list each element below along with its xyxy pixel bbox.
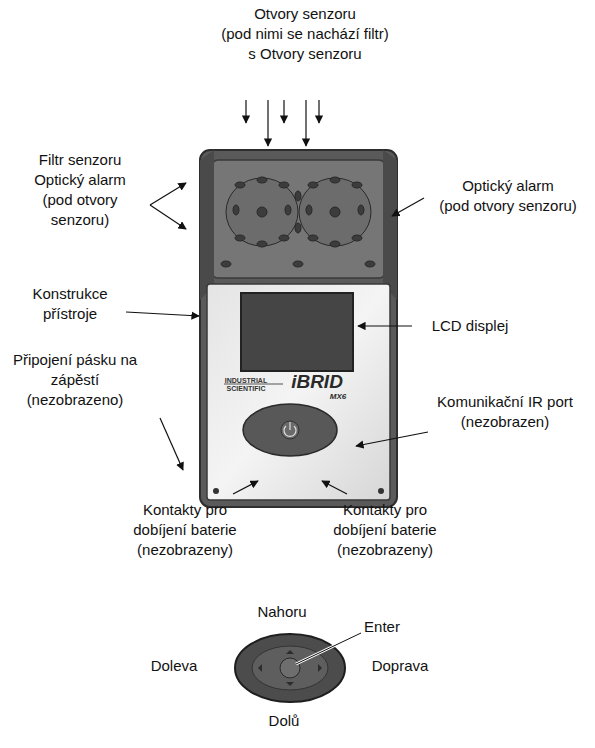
label-line: (nezobrazen): [437, 412, 573, 432]
button-label: Dolů: [269, 711, 300, 731]
label-line: (nezobrazeny): [333, 540, 436, 560]
housing: [200, 150, 397, 507]
label-line: iBRID: [291, 371, 343, 393]
part-label: Filtr senzoru Optický alarm (pod otvory …: [34, 150, 126, 230]
label-line: Komunikační IR port: [437, 392, 573, 412]
label-line: dobíjení baterie: [333, 520, 436, 540]
sensor-holes: [221, 177, 375, 267]
leader-arrows: [126, 100, 428, 494]
button-label: Doleva: [151, 656, 198, 676]
keypad-detail: [235, 633, 361, 702]
part-label: Komunikační IR port (nezobrazen): [437, 392, 573, 432]
label-line: Připojení pásku na: [13, 350, 137, 370]
label-line: s Otvory senzoru: [221, 44, 389, 64]
label-line: LCD displej: [432, 316, 509, 336]
label-line: (pod otvory senzoru): [439, 196, 577, 216]
label-line: Kontakty pro: [133, 500, 236, 520]
button-label: Doprava: [372, 656, 429, 676]
label-line: Otvory senzoru: [221, 4, 389, 24]
label-line: senzoru): [34, 210, 126, 230]
button-label: Enter: [364, 617, 400, 637]
part-label: Optický alarm (pod otvory senzoru): [439, 176, 577, 216]
part-label: Konstrukce přístroje: [32, 284, 107, 324]
label-line: Dolů: [269, 711, 300, 731]
label-line: SCIENTIFIC: [225, 385, 267, 393]
label-line: zápěstí: [13, 370, 137, 390]
button-label: Nahoru: [257, 602, 306, 622]
part-label: LCD displej: [432, 316, 509, 336]
label-line: INDUSTRIAL: [225, 377, 267, 385]
part-label: Kontakty pro dobíjení baterie (nezobraze…: [133, 500, 236, 560]
part-label: Připojení pásku na zápěstí (nezobrazeno): [13, 350, 137, 410]
label-line: (nezobrazeny): [133, 540, 236, 560]
label-line: dobíjení baterie: [133, 520, 236, 540]
label-line: Filtr senzoru: [34, 150, 126, 170]
screw: [213, 488, 219, 494]
label-line: Optický alarm: [34, 170, 126, 190]
label-line: Doprava: [372, 656, 429, 676]
front-plate: [207, 284, 390, 500]
label-line: (nezobrazeno): [13, 390, 137, 410]
label-line: MX6: [330, 392, 346, 401]
label-line: Konstrukce: [32, 284, 107, 304]
part-label: Otvory senzoru (pod nimi se nachází filt…: [221, 4, 389, 64]
label-line: Enter: [364, 617, 400, 637]
keypad: [243, 404, 337, 456]
label-line: Nahoru: [257, 602, 306, 622]
part-label: Kontakty pro dobíjení baterie (nezobraze…: [333, 500, 436, 560]
label-line: přístroje: [32, 304, 107, 324]
label-line: (pod nimi se nachází filtr): [221, 24, 389, 44]
label-line: Doleva: [151, 656, 198, 676]
logo-text: INDUSTRIAL SCIENTIFIC: [225, 377, 267, 393]
label-line: (pod otvory: [34, 190, 126, 210]
screw: [378, 488, 384, 494]
lcd-screen: [241, 293, 353, 371]
label-line: Optický alarm: [439, 176, 577, 196]
label-line: Kontakty pro: [333, 500, 436, 520]
logo-text: MX6: [330, 392, 346, 401]
logo-text: iBRID: [291, 371, 343, 393]
